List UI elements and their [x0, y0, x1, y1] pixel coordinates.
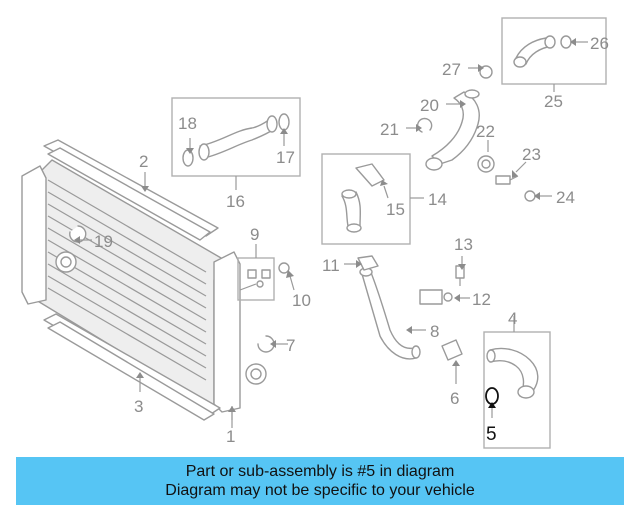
- part-label-23: 23: [522, 145, 541, 164]
- pipe-20: [425, 89, 480, 171]
- nut-24: [524, 190, 536, 202]
- part-label-15: 15: [386, 200, 405, 219]
- leader-lines: [74, 38, 588, 428]
- part-label-14: 14: [428, 190, 447, 209]
- bracket-6: [441, 339, 463, 361]
- group-box-4: [483, 331, 551, 449]
- part-label-26: 26: [590, 34, 609, 53]
- pipe-25: [513, 35, 556, 68]
- part-label-9: 9: [250, 225, 259, 244]
- hose-4: [486, 347, 539, 399]
- part-label-11: 11: [322, 256, 340, 275]
- bolts-9: [239, 269, 271, 291]
- clamp-17: [278, 113, 290, 131]
- intercooler-assembly: [21, 139, 267, 421]
- info-banner: Part or sub-assembly is #5 in diagram Di…: [16, 457, 624, 505]
- part-label-21: 21: [380, 120, 399, 139]
- part-label-10: 10: [292, 291, 311, 310]
- hose-15: [341, 163, 385, 233]
- clip-7: [257, 335, 275, 353]
- part-label-2: 2: [139, 152, 148, 171]
- part-label-4: 4: [508, 309, 517, 328]
- part-label-18: 18: [178, 114, 197, 133]
- part-labels: 1 2 3 4 5 6 7 8 9 10 11 12 13 14 15 16 1…: [94, 34, 609, 446]
- banner-line-1: Part or sub-assembly is #5 in diagram: [185, 463, 455, 480]
- clamp-18: [182, 149, 194, 167]
- banner-line-2: Diagram may not be specific to your vehi…: [165, 482, 475, 499]
- part-label-17: 17: [276, 148, 295, 167]
- part-label-8: 8: [430, 322, 439, 341]
- bolt-23: [495, 175, 519, 185]
- part-label-19: 19: [94, 232, 113, 251]
- o-ring-5: [485, 387, 499, 405]
- fitting-12: [419, 289, 453, 305]
- seal-26: [560, 35, 572, 49]
- part-label-1: 1: [226, 427, 235, 446]
- sensor-13: [455, 265, 465, 286]
- part-label-16: 16: [226, 192, 245, 211]
- seal-22: [477, 155, 495, 173]
- part-label-12: 12: [472, 290, 491, 309]
- part-label-27: 27: [442, 60, 461, 79]
- group-box-14: [321, 153, 411, 245]
- part-label-22: 22: [476, 122, 495, 141]
- part-label-3: 3: [134, 397, 143, 416]
- clip-21: [416, 117, 433, 133]
- part-label-6: 6: [450, 389, 459, 408]
- group-box-9: [237, 257, 275, 301]
- part-label-25: 25: [544, 92, 563, 111]
- hose-16: [198, 115, 278, 161]
- clamp-27: [479, 65, 493, 79]
- nut-10: [278, 262, 290, 274]
- part-label-13: 13: [454, 235, 473, 254]
- pipe-8: [357, 255, 421, 360]
- part-label-20: 20: [420, 96, 439, 115]
- part-label-5: 5: [486, 424, 497, 445]
- part-label-24: 24: [556, 188, 575, 207]
- part-label-7: 7: [286, 336, 295, 355]
